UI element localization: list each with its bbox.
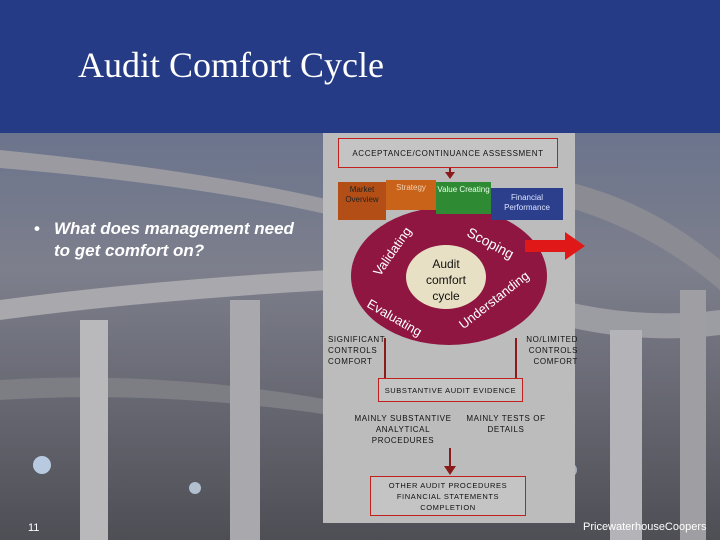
substantive-evidence-box: SUBSTANTIVE AUDIT EVIDENCE	[378, 378, 523, 402]
no-limited-controls-label: NO/LIMITED CONTROLS COMFORT	[526, 335, 578, 366]
tab-financial-performance: Financial Performance	[491, 188, 563, 220]
page-number: 11	[28, 522, 40, 534]
cycle-center-label: Audit comfort cycle	[425, 257, 466, 303]
left-procedures-label: MAINLY SUBSTANTIVE ANALYTICAL PROCEDURES	[354, 414, 452, 445]
completion-box: OTHER AUDIT PROCEDURES FINANCIAL STATEME…	[370, 476, 526, 516]
slide-title: Audit Comfort Cycle	[78, 45, 384, 85]
bullet-dot: •	[34, 219, 40, 238]
bullet-point: • What does management need to get comfo…	[34, 218, 304, 262]
down-arrow	[445, 172, 455, 179]
down-arrow-bottom	[444, 466, 456, 475]
tab-strategy: Strategy	[386, 180, 436, 210]
significant-controls-label: SIGNIFICANT CONTROLS COMFORT	[328, 335, 386, 366]
red-pointer-arrow	[525, 232, 585, 260]
acceptance-box: ACCEPTANCE/CONTINUANCE ASSESSMENT	[338, 138, 558, 168]
tab-value-creating: Value Creating	[436, 182, 491, 214]
title-bar	[0, 0, 720, 133]
bullet-text: What does management need to get comfort…	[54, 219, 294, 260]
cycle-center	[406, 245, 486, 309]
tab-market-overview: Market Overview	[338, 182, 386, 220]
brand-label: PricewaterhouseCoopers	[583, 521, 707, 533]
right-procedures-label: MAINLY TESTS OF DETAILS	[466, 414, 546, 434]
